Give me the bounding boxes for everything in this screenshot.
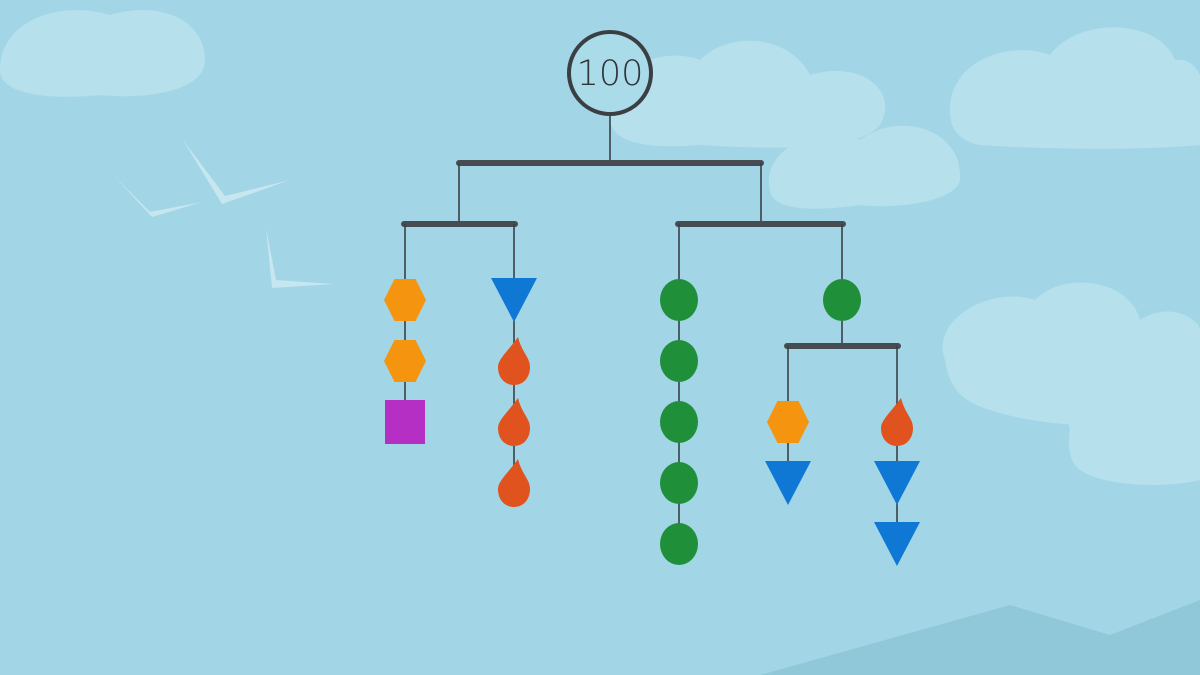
hexagon-piece [767,401,809,443]
total-weight-value: 100 [577,54,644,94]
drop-piece [498,398,530,446]
square-piece [385,400,425,444]
hexagon-piece [384,340,426,382]
clouds [0,10,1200,485]
triangle-piece [874,522,920,566]
mobile-structure [384,114,920,566]
cloud-right-bottom [1068,342,1200,485]
total-weight-ring [567,30,653,116]
circle-piece [660,340,698,382]
cloud-center [608,40,886,148]
triangle-piece [874,461,920,505]
circle-piece [660,279,698,321]
triangle-piece [765,461,811,505]
triangle-piece [491,278,537,322]
drop-piece [881,398,913,446]
drop-piece [498,459,530,507]
hexagon-piece [384,279,426,321]
bird-1 [114,176,202,217]
hill-silhouette [760,600,1200,675]
bird-2 [183,140,290,204]
bird-3 [266,228,334,288]
circle-piece [823,279,861,321]
total-weight-badge: 100 [567,30,653,116]
birds [114,140,334,288]
drop-piece [498,337,530,385]
cloud-top-right [950,27,1200,149]
circle-piece [660,523,698,565]
cloud-top-left [0,10,205,97]
circle-piece [660,462,698,504]
circle-piece [660,401,698,443]
cloud-center-right [768,125,961,209]
